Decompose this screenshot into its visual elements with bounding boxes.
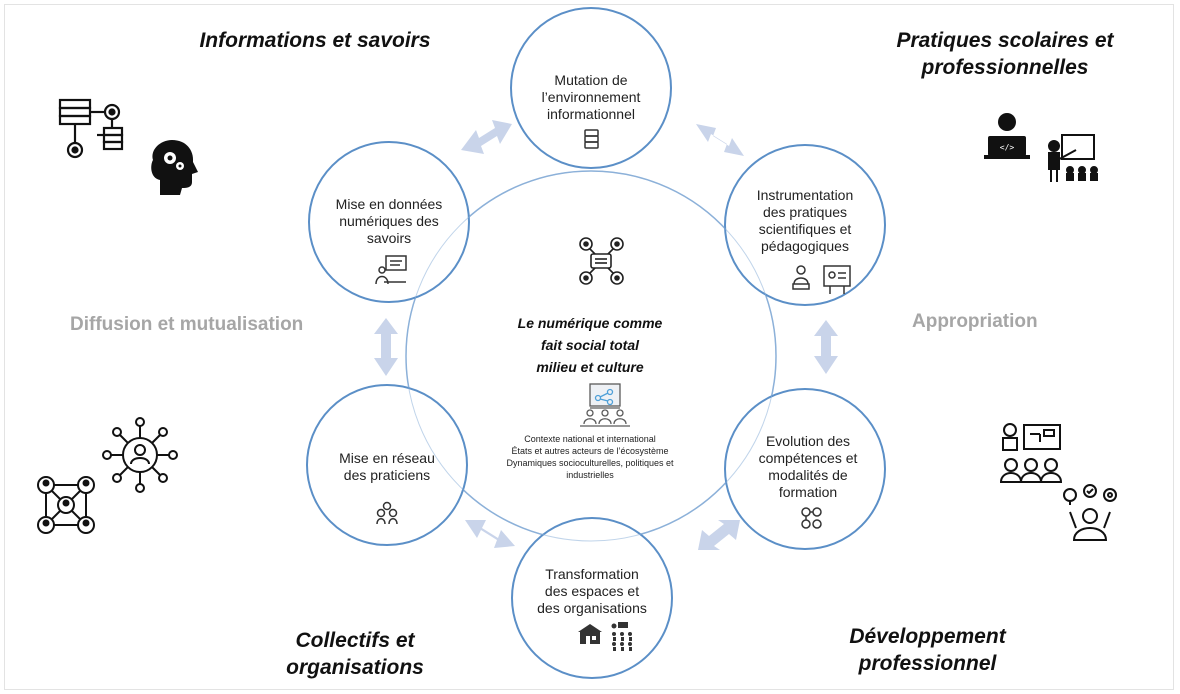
central-network-icon	[579, 237, 624, 285]
circle-lower-right-text: Evolution des compétences et modalités d…	[738, 433, 878, 501]
side-label-diffusion: Diffusion et mutualisation	[70, 314, 304, 335]
circle-top-line3: informationnel	[547, 106, 635, 122]
circle-upper-right-line1: Instrumentation	[756, 187, 854, 203]
circle-bottom-line2: des espaces et	[544, 583, 640, 599]
server-gears-icon	[58, 98, 124, 159]
circle-top-line2: l’environnement	[541, 89, 641, 105]
circle-upper-right-line4: pédagogiques	[761, 238, 849, 254]
arrow-top-right	[696, 124, 744, 156]
circle-lower-right-line1: Evolution des	[765, 433, 851, 449]
teacher-board-icon	[1048, 134, 1098, 182]
circle-lower-left-line1: Mise en réseau	[339, 450, 435, 466]
developer-laptop-icon: </>	[984, 113, 1030, 159]
circle-upper-right	[724, 144, 886, 306]
center-title-line3: milieu et culture	[536, 359, 644, 375]
corner-title-pratiques: Pratiques scolaires et professionnelles	[865, 27, 1145, 81]
circle-lower-left-line2: des praticiens	[343, 467, 431, 483]
center-context-line2: États et autres acteurs de l’écosystème	[511, 446, 669, 456]
center-context: Contexte national et international États…	[482, 433, 698, 481]
presentation-icon	[792, 265, 851, 294]
server-icon	[584, 129, 599, 149]
circle-top-line1: Mutation de	[554, 72, 628, 88]
circle-lower-left-text: Mise en réseau des praticiens	[317, 450, 457, 484]
circle-upper-right-text: Instrumentation des pratiques scientifiq…	[735, 187, 875, 255]
center-title-line1: Le numérique comme	[517, 315, 663, 331]
corner-title-informations: Informations et savoirs	[160, 27, 470, 54]
center-title: Le numérique comme fait social total mil…	[490, 312, 690, 378]
circle-upper-right-line2: des pratiques	[762, 204, 848, 220]
people-network-icon	[37, 476, 95, 534]
corner-title-developpement-line1: Développement	[849, 625, 1006, 648]
circle-lower-right	[724, 388, 886, 550]
corner-title-pratiques-line2: professionnelles	[921, 56, 1089, 79]
arrow-left	[374, 318, 398, 376]
center-title-line2: fait social total	[540, 337, 640, 353]
center-context-line4: industrielles	[566, 470, 614, 480]
arrow-right	[814, 320, 838, 374]
skills-icon	[801, 507, 822, 529]
corner-title-pratiques-line1: Pratiques scolaires et	[896, 29, 1114, 52]
share-meeting-icon	[580, 383, 630, 427]
circle-bottom-line1: Transformation	[545, 566, 639, 582]
circle-lower-right-line2: compétences et	[758, 450, 858, 466]
center-context-line1: Contexte national et international	[524, 434, 656, 444]
corner-title-informations-text: Informations et savoirs	[199, 29, 431, 52]
corner-title-collectifs-line2: organisations	[286, 656, 424, 679]
frame-border	[4, 4, 1174, 690]
circle-upper-left	[308, 141, 470, 303]
circle-upper-right-line3: scientifiques et	[758, 221, 852, 237]
circle-upper-left-line2: numériques des	[339, 213, 439, 229]
circle-top	[510, 7, 672, 169]
head-gears-icon	[151, 140, 198, 195]
arrow-bottom-left	[465, 520, 515, 548]
network-hub-icon	[102, 417, 178, 493]
circle-lower-right-line3: modalités de	[768, 467, 848, 483]
people-group-icon	[376, 501, 398, 525]
circle-top-text: Mutation de l’environnement informationn…	[521, 72, 661, 123]
corner-title-developpement: Développement professionnel	[815, 623, 1040, 677]
training-room-icon	[999, 423, 1063, 483]
circle-upper-left-line3: savoirs	[366, 230, 412, 246]
corner-title-collectifs-line1: Collectifs et	[295, 629, 415, 652]
center-context-line3: Dynamiques socioculturelles, politiques …	[506, 458, 674, 468]
circle-lower-right-line4: formation	[778, 484, 838, 500]
circle-upper-left-line1: Mise en données	[335, 196, 443, 212]
computer-user-icon	[375, 255, 407, 285]
organization-chart-icon	[611, 622, 632, 651]
arrow-bottom-right	[698, 520, 740, 550]
school-building-icon	[578, 624, 602, 644]
corner-title-developpement-line2: professionnel	[858, 652, 997, 675]
side-label-appropriation: Appropriation	[912, 311, 1038, 332]
ideas-person-icon	[1063, 484, 1117, 541]
circle-bottom-line3: des organisations	[537, 600, 647, 616]
arrow-top-left	[461, 120, 512, 154]
circle-upper-left-text: Mise en données numériques des savoirs	[319, 196, 459, 247]
svg-text:</>: </>	[1000, 143, 1015, 152]
circle-lower-left	[306, 384, 468, 546]
corner-title-collectifs: Collectifs et organisations	[250, 627, 460, 681]
circle-bottom-text: Transformation des espaces et des organi…	[522, 566, 662, 617]
